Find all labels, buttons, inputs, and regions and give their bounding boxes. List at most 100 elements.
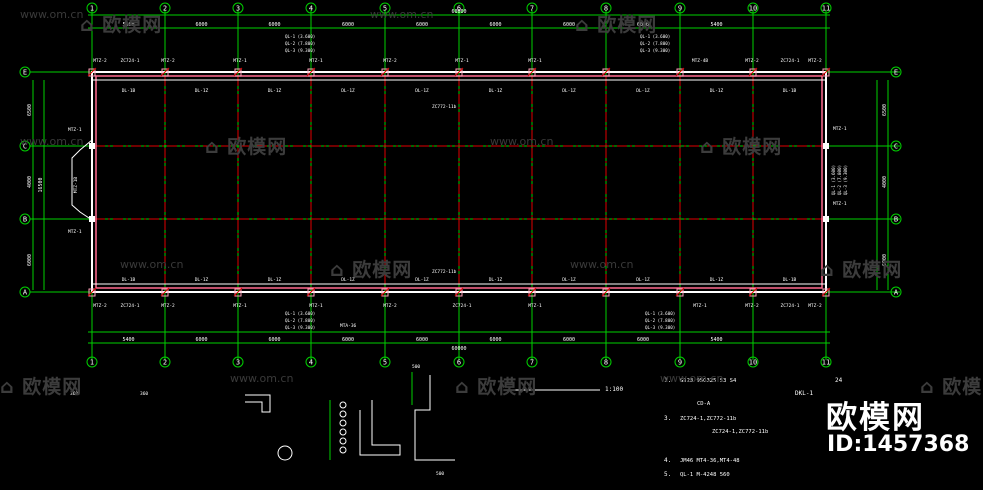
axis-bubble-top xyxy=(820,2,832,14)
watermark-brand: ⌂ 欧模网 xyxy=(330,259,413,281)
axis-bubble-top xyxy=(600,2,612,14)
dim-text-top: 6000 xyxy=(268,22,280,28)
column xyxy=(307,288,315,297)
member-label-top: MTZ-1 xyxy=(233,58,247,64)
beam-label-bottom: DL-1Z xyxy=(415,277,429,283)
detail-dim-text: 360 xyxy=(70,391,78,397)
dim-total-top: 60000 xyxy=(451,9,466,15)
beam-label-top: DL-1Z xyxy=(710,88,724,94)
axis-label-bottom: 8 xyxy=(604,359,608,367)
axis-label-left: C xyxy=(23,143,27,151)
detail-bar-circle xyxy=(339,428,347,436)
axis-label-bottom: 2 xyxy=(163,359,167,367)
note-number: 1. xyxy=(664,377,671,384)
wall-label-left: MTZ-1 xyxy=(68,127,82,133)
note-text: QL-1 M-4248 560 xyxy=(680,472,730,478)
axis-label-top: 2 xyxy=(163,5,167,13)
member-label-bottom: ZC724-1 xyxy=(121,303,140,309)
ql-stack-label: QL-2 (7.800) xyxy=(645,318,675,323)
ql-stack-label: QL-1 (3.600) xyxy=(640,34,670,39)
ql-stack-label: QL-3 (9.300) xyxy=(285,325,315,330)
column xyxy=(307,68,315,77)
break-mark xyxy=(160,287,170,297)
column xyxy=(528,68,536,77)
dim-text-top: 6000 xyxy=(489,22,501,28)
axis-bubble-left xyxy=(19,286,31,298)
watermark-url: www.om.cn xyxy=(660,372,724,385)
watermark-brand: ⌂ 欧模网 xyxy=(920,376,983,398)
break-mark xyxy=(675,67,685,77)
axis-label-top: 6 xyxy=(457,5,461,13)
break-mark xyxy=(821,287,831,297)
dim-text-bottom: 6000 xyxy=(563,337,575,343)
dim-text-bottom: 5400 xyxy=(710,337,722,343)
note-text: CD-A xyxy=(697,401,711,407)
axis-label-bottom: 11 xyxy=(822,359,830,367)
column xyxy=(602,288,610,297)
beam-label-bottom: DL-1Z xyxy=(268,277,282,283)
note-dkl: DKL-1 xyxy=(795,390,813,397)
axis-label-bottom: 7 xyxy=(530,359,534,367)
watermark-brand: ⌂ 欧模网 xyxy=(455,376,538,398)
note-text: JM46 MT4-36,MT4-48 xyxy=(680,458,740,464)
member-label-bottom: MTZ-2 xyxy=(745,303,759,309)
axis-label-top: 3 xyxy=(236,5,240,13)
break-mark xyxy=(160,67,170,77)
axis-label-bottom: 6 xyxy=(457,359,461,367)
axis-bubble-right xyxy=(890,286,902,298)
break-mark xyxy=(380,287,390,297)
beam-label-bottom: DL-1Z xyxy=(489,277,503,283)
logo-text: 欧模网 xyxy=(826,400,925,436)
axis-bubble-bottom xyxy=(232,356,244,368)
detail-bar-circle xyxy=(339,410,347,418)
break-mark xyxy=(748,287,758,297)
beam-label-top: DL-1Z xyxy=(268,88,282,94)
ql-stack-label: QL-1 (3.600) xyxy=(645,311,675,316)
beam-label-bottom: DL-1Z xyxy=(341,277,355,283)
dim-text-bottom: 6000 xyxy=(637,337,649,343)
zc-label: ZC772-11b xyxy=(432,104,457,110)
beam-label-bottom: DL-1B xyxy=(783,277,797,283)
column xyxy=(161,68,169,77)
note-text: ZC724-1,ZC772-11b xyxy=(712,429,768,435)
member-label-top: MTZ-4B xyxy=(692,58,709,64)
detail-section-left xyxy=(359,400,401,456)
ql-stack-label: QL-2 (7.800) xyxy=(285,41,315,46)
dim-total-bottom: 60000 xyxy=(451,346,466,352)
beam-label-top: DL-1Z xyxy=(195,88,209,94)
break-mark xyxy=(527,67,537,77)
beam-label-top: DL-1Z xyxy=(562,88,576,94)
watermark-url: www.om.cn xyxy=(20,8,84,21)
beam-label-bottom: DL-1Z xyxy=(562,277,576,283)
door-bay xyxy=(71,139,93,221)
member-label-bottom: MTZ-2 xyxy=(808,303,822,309)
axis-bubble-bottom xyxy=(379,356,391,368)
beam-label-bottom: DL-1B xyxy=(122,277,136,283)
axis-label-right: B xyxy=(894,216,898,224)
axis-bubble-bottom xyxy=(453,356,465,368)
column xyxy=(89,143,95,149)
member-label-bottom: MTZ-2 xyxy=(383,303,397,309)
watermark-brand: ⌂ 欧模网 xyxy=(820,259,903,281)
watermark-brand: ⌂ 欧模网 xyxy=(575,14,658,36)
break-mark xyxy=(233,287,243,297)
axis-label-bottom: 1 xyxy=(90,359,94,367)
dim-text-bottom: 6000 xyxy=(342,337,354,343)
beam-label-bottom: DL-1Z xyxy=(195,277,209,283)
member-label-bottom: MTZ-1 xyxy=(309,303,323,309)
axis-label-left: A xyxy=(23,289,28,297)
column xyxy=(823,216,829,222)
axis-bubble-bottom xyxy=(86,356,98,368)
dim-text-bottom: 6000 xyxy=(489,337,501,343)
ql-stack-label: QL-2 (7.800) xyxy=(640,41,670,46)
member-label-bottom: ZC724-1 xyxy=(781,303,800,309)
axis-label-left: B xyxy=(23,216,27,224)
watermark-brand: ⌂ 欧模网 xyxy=(0,376,83,398)
column xyxy=(602,68,610,77)
axis-bubble-right xyxy=(890,213,902,225)
member-label-top: ZC724-1 xyxy=(121,58,140,64)
dim-total-side: 16500 xyxy=(38,177,44,192)
axis-label-bottom: 9 xyxy=(678,359,682,367)
beam-label-top: DL-1B xyxy=(122,88,136,94)
member-label-bottom: MTZ-2 xyxy=(93,303,107,309)
